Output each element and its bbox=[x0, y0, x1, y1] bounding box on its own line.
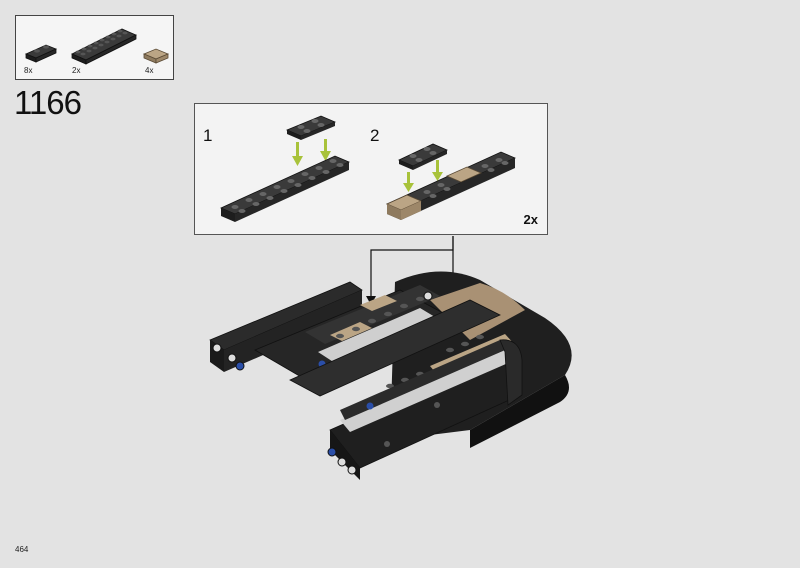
plate-2x8-icon bbox=[71, 28, 137, 65]
part-qty-plate-1x2: 8x bbox=[24, 66, 33, 75]
model-center-frame bbox=[254, 285, 461, 389]
tile-1x2-tan-icon bbox=[142, 48, 170, 64]
callout-multiplier: 2x bbox=[523, 212, 538, 227]
part-qty-tile-tan: 4x bbox=[145, 66, 154, 75]
model-right-end bbox=[423, 291, 523, 406]
part-qty-plate-2x8: 2x bbox=[72, 66, 81, 75]
plate-1x2-icon bbox=[24, 44, 58, 63]
step-number: 1166 bbox=[14, 84, 82, 121]
substep-2-plate-top bbox=[398, 143, 448, 170]
substep-2-label: 2 bbox=[370, 126, 380, 145]
sub-assembly-callout: 1 2 bbox=[194, 103, 548, 235]
page-number: 464 bbox=[15, 545, 29, 554]
parts-icons bbox=[24, 28, 170, 65]
substep-2-base-assembly bbox=[386, 151, 516, 220]
substep-1-plate-top bbox=[285, 115, 337, 140]
substep-1-arrows bbox=[292, 139, 331, 166]
substep-2-arrows bbox=[403, 160, 443, 192]
substep-1-base-plate bbox=[220, 155, 350, 222]
parts-list: 8x 2x 4x bbox=[15, 15, 174, 80]
model-lower-front-assembly bbox=[327, 340, 521, 480]
substep-1-label: 1 bbox=[203, 126, 213, 145]
callout-illustration bbox=[220, 115, 516, 222]
